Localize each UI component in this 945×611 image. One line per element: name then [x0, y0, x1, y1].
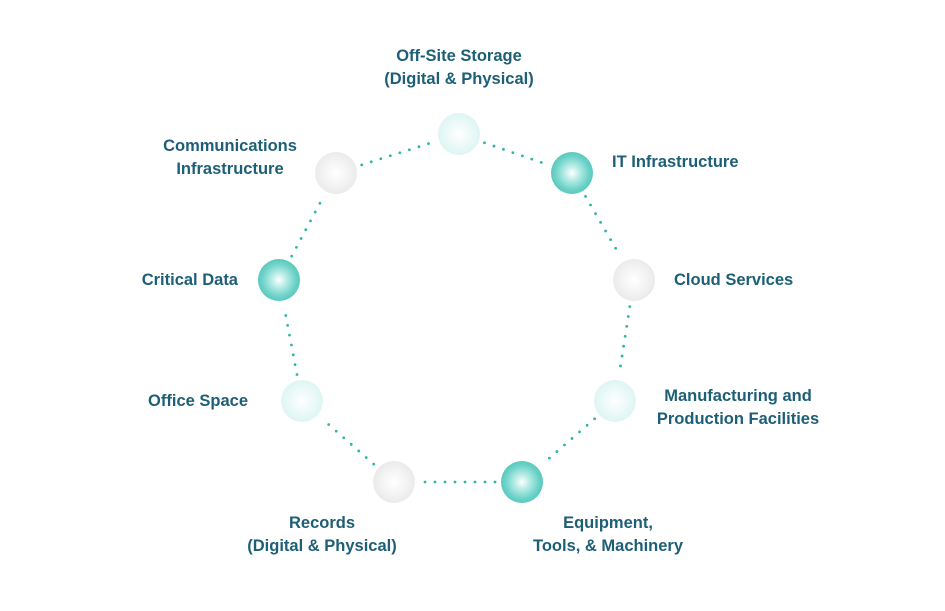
ring-dot — [313, 210, 317, 214]
ring-dot — [589, 203, 592, 207]
ring-dot — [626, 315, 630, 318]
ring-dot — [584, 194, 587, 198]
node-records — [373, 461, 415, 503]
ring-dot — [288, 333, 291, 337]
ring-dot — [463, 480, 467, 484]
node-critical-data — [258, 259, 300, 301]
label-manufacturing-production: Manufacturing and Production Facilities — [657, 385, 819, 431]
ring-dot — [614, 246, 618, 250]
ring-dot — [555, 450, 559, 453]
label-line: Off-Site Storage — [396, 47, 522, 65]
ring-dot — [599, 220, 602, 224]
label-records: Records (Digital & Physical) — [247, 512, 396, 558]
ring-dot — [286, 323, 290, 327]
ring-dot — [502, 147, 505, 151]
ring-dot — [483, 141, 486, 145]
label-line: IT Infrastructure — [612, 153, 739, 171]
label-equipment-tools-machinery: Equipment, Tools, & Machinery — [533, 512, 683, 558]
ring-dot — [357, 449, 361, 453]
ring-dot — [628, 305, 632, 309]
ring-dot — [398, 151, 402, 155]
ring-dot — [304, 228, 308, 232]
label-line: (Digital & Physical) — [247, 537, 397, 555]
ring-dot — [453, 480, 457, 484]
label-line: Tools, & Machinery — [532, 537, 684, 555]
ring-dot — [585, 423, 589, 427]
label-cloud-services: Cloud Services — [674, 269, 793, 292]
node-off-site-storage — [438, 113, 480, 155]
ring-dot — [408, 148, 411, 152]
ring-dot — [379, 157, 383, 161]
node-it-infrastructure — [551, 152, 593, 194]
ring-dot — [593, 417, 597, 421]
ring-dot — [578, 430, 581, 434]
ring-dot — [293, 363, 297, 367]
node-communications-infrastructure — [315, 152, 357, 194]
ring-dot — [594, 212, 597, 216]
ring-dot — [520, 154, 524, 158]
ring-dot — [299, 237, 303, 240]
ring-dot — [620, 354, 624, 358]
label-line: Equipment, — [563, 514, 653, 532]
ring-dot — [318, 201, 322, 205]
ring-dot — [530, 157, 534, 161]
ring-dot — [563, 443, 566, 447]
label-line: Communications — [163, 137, 297, 155]
node-cloud-services — [613, 259, 655, 301]
ring-dot — [443, 480, 447, 484]
ring-dot — [622, 344, 626, 348]
node-office-space — [281, 380, 323, 422]
label-line: Manufacturing and — [664, 387, 812, 405]
ring-dot — [619, 364, 622, 368]
ring-dot — [547, 456, 551, 460]
ring-dot — [289, 343, 293, 347]
label-line: Cloud Services — [674, 271, 794, 289]
ring-dot — [473, 480, 477, 484]
ring-dot — [388, 154, 392, 158]
label-it-infrastructure: IT Infrastructure — [612, 151, 739, 174]
ring-dot — [609, 238, 612, 242]
ring-dot — [334, 429, 338, 433]
node-manufacturing-production — [594, 380, 636, 422]
ring-dot — [417, 145, 421, 149]
ring-dot — [369, 160, 373, 164]
ring-dot — [427, 142, 430, 146]
ring-dot — [364, 456, 368, 459]
ring-dot — [433, 480, 437, 484]
ring-dot — [625, 325, 629, 328]
ring-dot — [493, 480, 497, 484]
ring-dot — [284, 314, 288, 317]
ring-dot — [360, 163, 364, 167]
ring-dot — [291, 353, 295, 357]
ring-dot — [290, 254, 294, 258]
ring-dot — [604, 229, 607, 233]
ring-dot — [423, 480, 427, 484]
label-line: Production Facilities — [656, 410, 820, 428]
label-off-site-storage: Off-Site Storage (Digital & Physical) — [384, 45, 533, 91]
ring-dot — [342, 436, 346, 440]
ring-dot — [327, 423, 331, 426]
ring-dot — [295, 245, 298, 249]
ring-dot — [483, 480, 487, 484]
label-critical-data: Critical Data — [142, 269, 238, 292]
node-equipment-tools-machinery — [501, 461, 543, 503]
ring-dot — [309, 219, 312, 223]
ring-dot — [492, 144, 496, 148]
label-line: Infrastructure — [176, 160, 284, 178]
label-line: Records — [288, 514, 356, 532]
ring-dot — [349, 442, 353, 446]
label-line: Critical Data — [141, 271, 238, 289]
label-line: Office Space — [148, 392, 248, 410]
ring-dot — [539, 160, 543, 164]
ring-dot — [511, 151, 515, 155]
ring-dot — [623, 334, 627, 338]
ring-dot — [570, 437, 574, 440]
ring-dot — [372, 462, 376, 466]
ring-dot — [295, 373, 299, 376]
label-office-space: Office Space — [148, 390, 248, 413]
label-communications-infrastructure: Communications Infrastructure — [163, 135, 297, 181]
label-line: (Digital & Physical) — [384, 70, 534, 88]
